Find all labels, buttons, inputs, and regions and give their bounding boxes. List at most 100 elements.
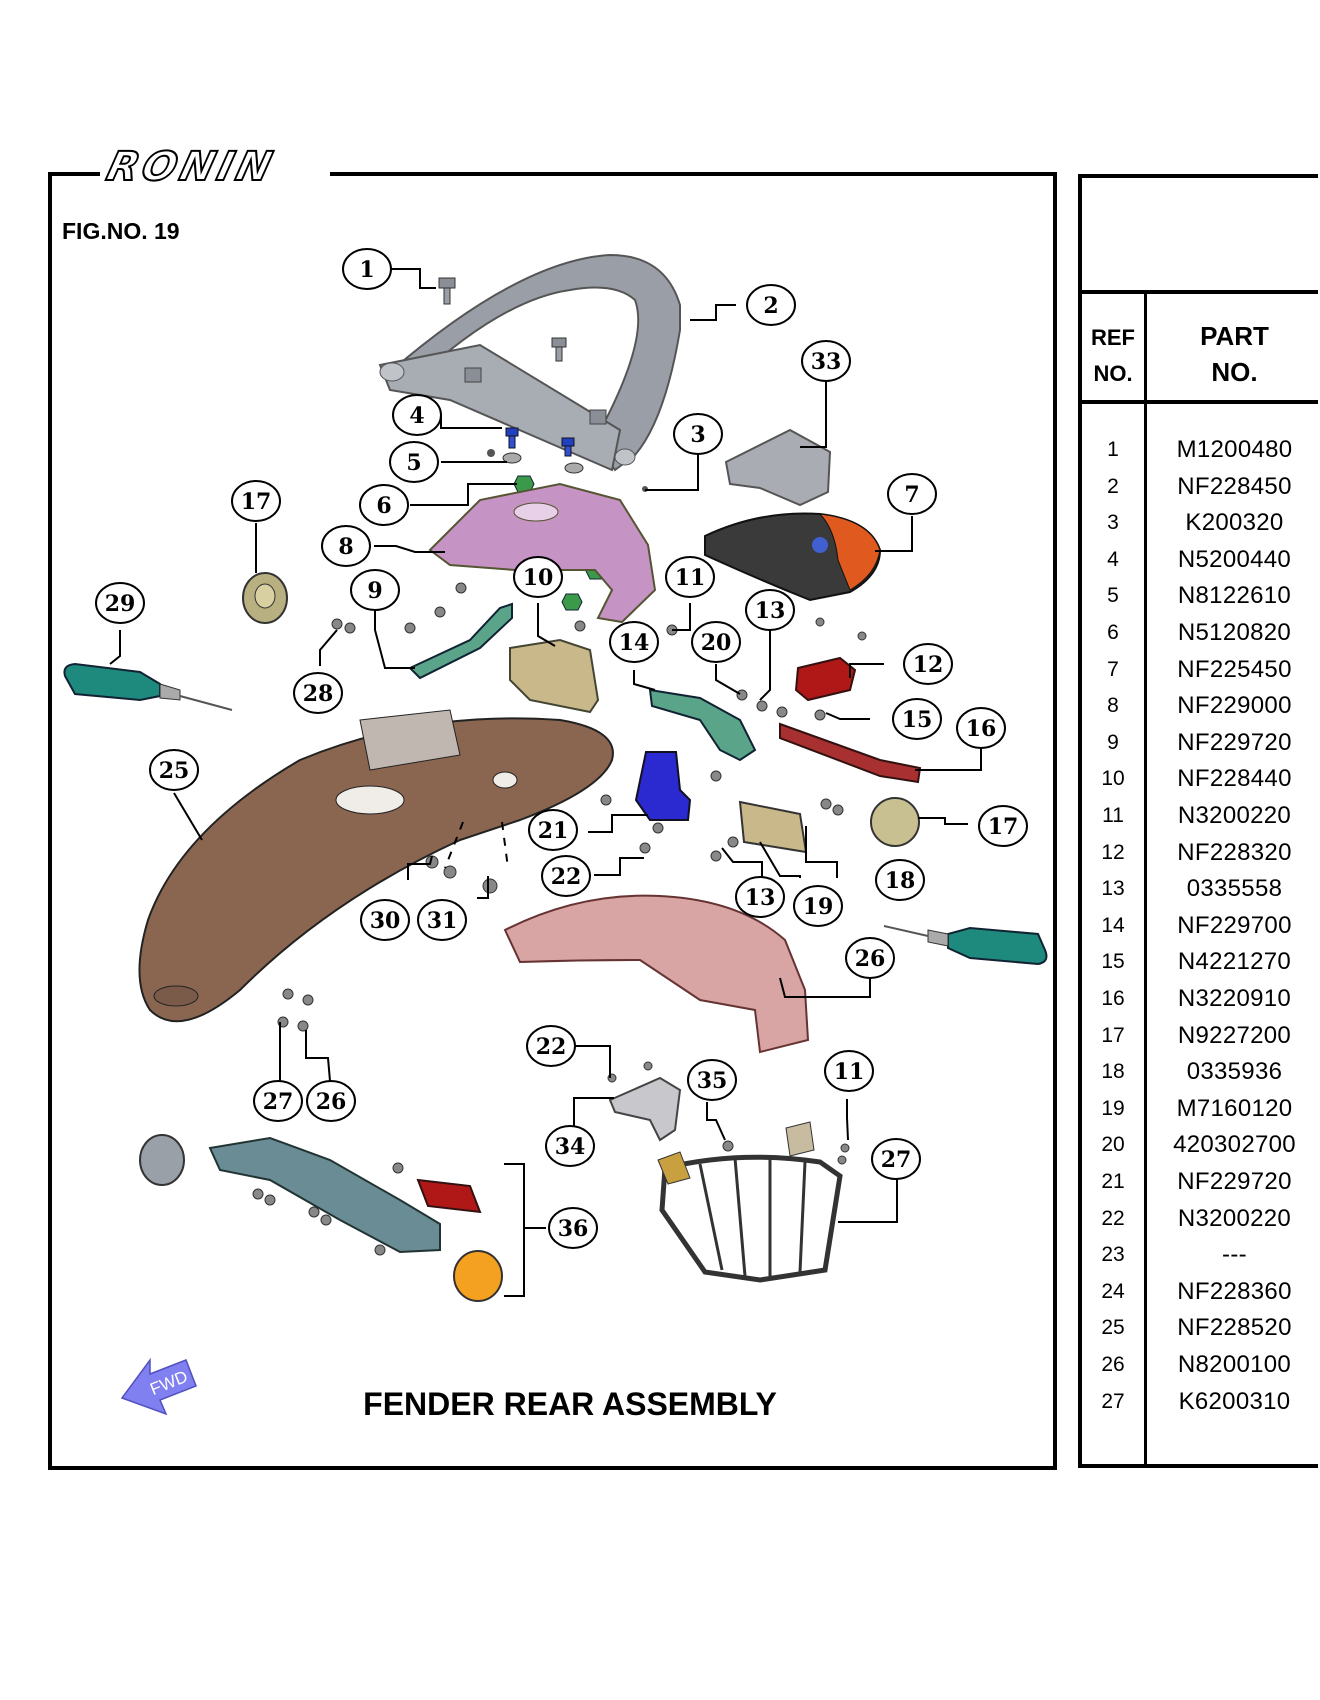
ref-number-cell: 24: [1101, 1279, 1125, 1303]
ref-number-cell: 10: [1101, 767, 1125, 791]
ref-number-cell: 25: [1101, 1316, 1125, 1340]
callout-label: 15: [902, 707, 933, 733]
part-number-cell: NF228450: [1177, 472, 1292, 500]
table-row: 27 K6200310: [1082, 1384, 1318, 1420]
callout-label: 13: [745, 885, 776, 911]
rear-fender-part: [138, 709, 614, 1023]
callout-label: 3: [690, 422, 705, 448]
callout-label: 11: [675, 565, 706, 591]
part-header-line-2: NO.: [1211, 357, 1258, 387]
table-header: REF NO. PART NO.: [1082, 294, 1318, 404]
ref-number-cell: 5: [1107, 584, 1119, 608]
ref-number-cell: 3: [1107, 511, 1119, 535]
callout-label: 17: [988, 814, 1019, 840]
part-number-cell: N3200220: [1177, 802, 1292, 829]
ref-number-cell: 2: [1107, 474, 1119, 498]
bolt-part: [438, 277, 567, 362]
rack-part: [657, 1121, 843, 1283]
callout-label: 33: [811, 349, 842, 375]
callout-label: 7: [904, 482, 919, 508]
part-number-cell: N3220910: [1177, 985, 1292, 1012]
callout-label: 18: [885, 868, 916, 894]
ref-number-cell: 20: [1101, 1133, 1125, 1157]
lower-bracket-assembly-part: [139, 1134, 503, 1302]
callout-label: 27: [881, 1147, 912, 1173]
turn-signal-part: [63, 662, 1048, 966]
part-number-cell: NF228360: [1177, 1277, 1292, 1305]
ref-number-cell: 7: [1107, 657, 1119, 681]
callout-label: 2: [763, 293, 778, 319]
callout-label: 26: [316, 1089, 347, 1115]
callout-label: 22: [551, 864, 582, 890]
grab-rail-part: [378, 253, 681, 472]
part-number-cell: NF229700: [1177, 911, 1292, 939]
ref-number-cell: 22: [1101, 1206, 1125, 1230]
ref-number-cell: 18: [1101, 1060, 1125, 1084]
callout-label: 26: [855, 946, 886, 972]
callout-label: 1: [359, 257, 374, 283]
ref-number-cell: 6: [1107, 621, 1119, 644]
part-number-cell: NF229720: [1177, 728, 1292, 756]
ref-number-cell: 16: [1101, 987, 1125, 1010]
parts-artwork: [63, 253, 1048, 1302]
part-number-cell: K6200310: [1178, 1387, 1291, 1415]
callout-label: 10: [523, 565, 554, 591]
part-number-cell: K200320: [1185, 509, 1284, 537]
callout-label: 6: [376, 493, 391, 519]
table-row: 16 N3220910: [1082, 981, 1318, 1017]
callout-label: 5: [406, 450, 421, 476]
part-number-cell: N5200440: [1177, 545, 1292, 573]
callout-label: 25: [159, 758, 190, 784]
small-fasteners: [252, 582, 867, 1256]
ref-column-header: REF NO.: [1082, 320, 1144, 392]
part-number-cell: NF229000: [1177, 692, 1292, 720]
table-row: 4 N5200440: [1082, 542, 1318, 578]
fwd-arrow-icon: FWD: [120, 1357, 197, 1416]
part-number-cell: M7160120: [1176, 1094, 1293, 1122]
ref-number-cell: 27: [1101, 1389, 1125, 1413]
part-number-cell: NF229720: [1177, 1168, 1292, 1195]
diagram-frame: [48, 172, 1057, 1470]
ref-number-cell: 8: [1107, 694, 1119, 718]
part-number-cell: ---: [1222, 1241, 1247, 1269]
callout-label: 29: [105, 591, 136, 617]
callout-label: 27: [263, 1089, 294, 1115]
ref-number-cell: 17: [1101, 1023, 1125, 1047]
callout-label: 11: [834, 1059, 865, 1085]
callout-numbers: 1 2 3 4 5 6 33 7 8 17 9 10 11 13 14 20 1…: [105, 257, 1019, 1242]
ref-number-cell: 23: [1101, 1243, 1125, 1267]
reflector-box-part: [794, 656, 857, 702]
callout-label: 35: [697, 1068, 728, 1094]
callout-label: 19: [803, 894, 834, 920]
table-row: 24 NF228360: [1082, 1274, 1318, 1310]
ref-number-cell: 9: [1107, 730, 1119, 754]
part-number-cell: NF228440: [1177, 765, 1292, 793]
ref-number-cell: 13: [1101, 877, 1125, 901]
callout-label: 9: [367, 578, 382, 604]
figure-number: FIG.NO. 19: [62, 218, 180, 244]
ref-number-cell: 4: [1107, 547, 1119, 571]
callout-label: 12: [913, 652, 944, 678]
table-row: 9 NF229720: [1082, 725, 1318, 761]
callout-label: 30: [370, 908, 401, 934]
part-header-line-1: PART: [1200, 321, 1269, 351]
blue-bracket-part: [634, 751, 692, 821]
callout-label: 22: [536, 1034, 567, 1060]
callout-label: 36: [558, 1216, 589, 1242]
callout-label: 16: [966, 716, 997, 742]
ref-number-cell: 15: [1101, 950, 1125, 974]
small-bracket-part: [608, 1076, 682, 1142]
license-stay-part: [648, 688, 757, 762]
